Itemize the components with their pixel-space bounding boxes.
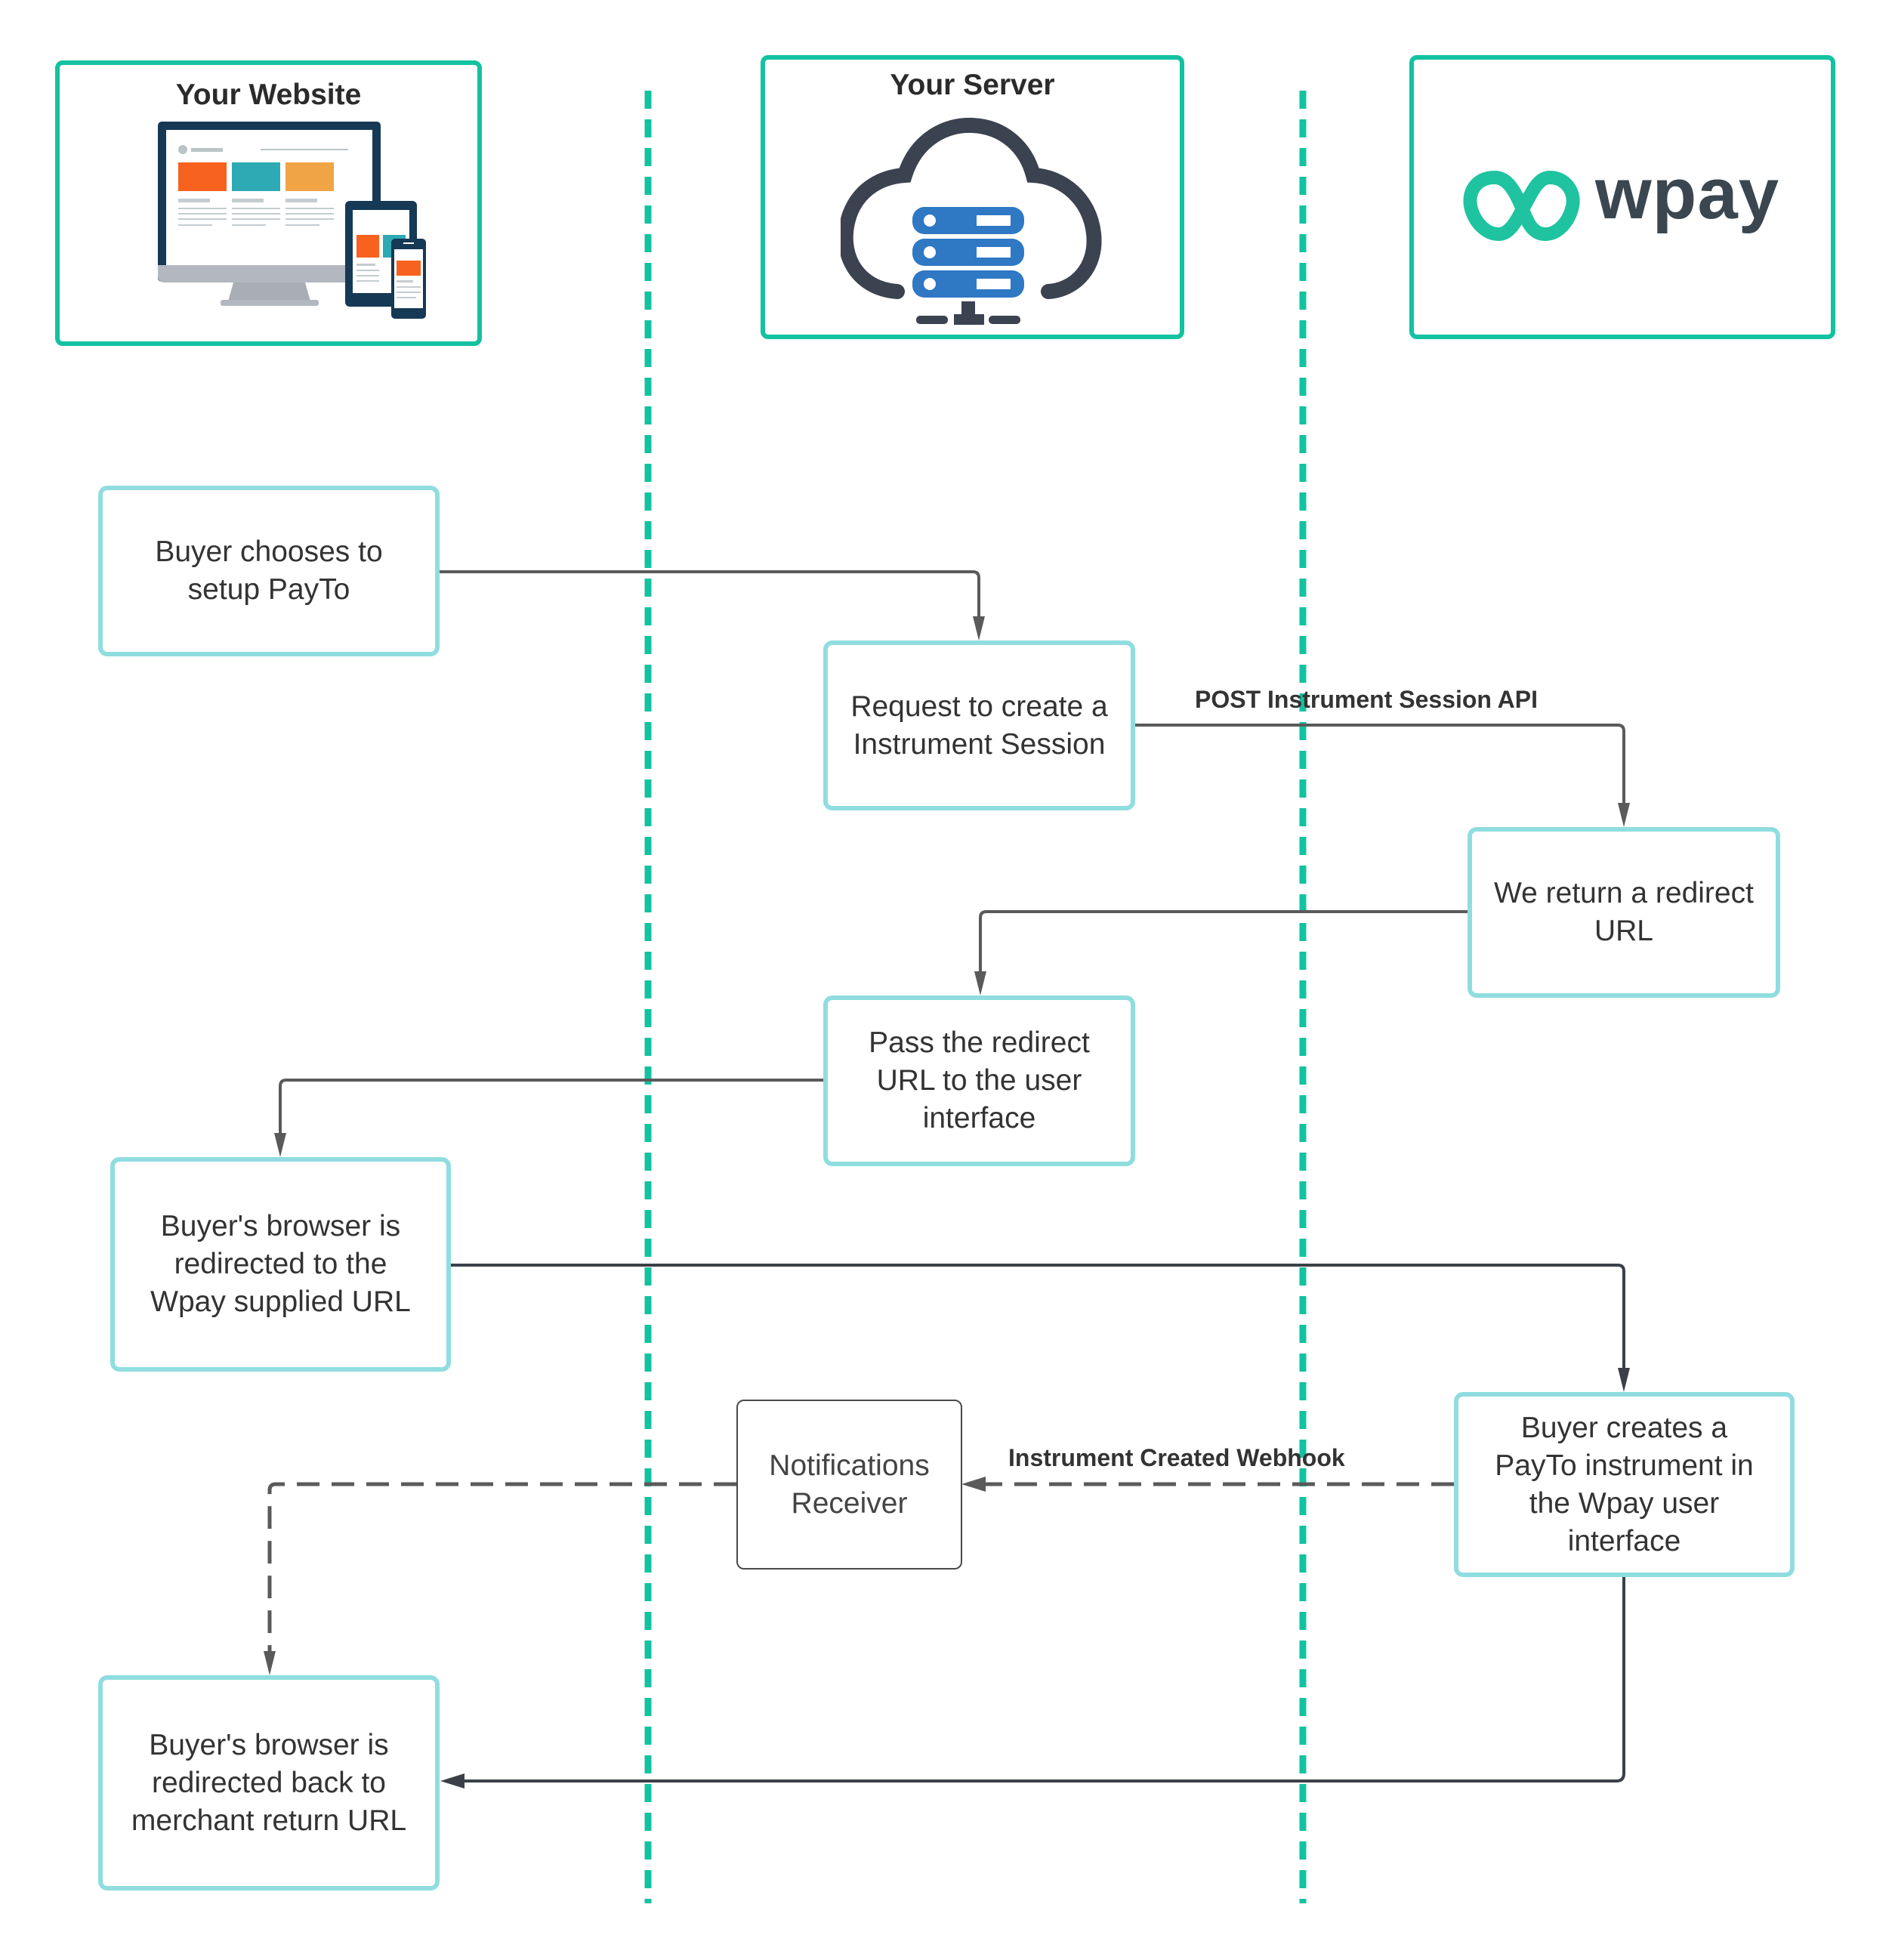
edge-n5-n7 [450,1264,1625,1371]
wpay-logo-text: wpay [1595,153,1780,234]
node-text: Buyer chooses to setup PayTo [155,536,383,606]
node-pass-redirect-url: Pass the redirect URL to the user interf… [823,995,1135,1166]
lane-header-server: Your Server [761,55,1184,339]
lane-header-website: Your Website [55,60,482,346]
edge-n2-n3 [1134,724,1625,806]
lane-title-website: Your Website [175,79,362,111]
node-text: Buyer's browser is redirected back to me… [131,1728,407,1837]
node-browser-redirected-back: Buyer's browser is redirected back to me… [98,1675,440,1891]
node-text: We return a redirect URL [1494,877,1754,947]
node-text: Buyer's browser is redirected to the Wpa… [150,1210,411,1318]
node-browser-redirected-wpay: Buyer's browser is redirected to the Wpa… [110,1157,451,1372]
node-text: Request to create a Instrument Session [850,690,1108,761]
edge-n4-n5 [279,1079,823,1136]
lane-header-wpay: wpay [1409,55,1835,339]
node-request-instrument-session: Request to create a Instrument Session [823,640,1135,810]
node-text: Notifications Receiver [769,1449,930,1520]
arrowhead-n1-n2 [973,616,985,640]
node-return-redirect-url: We return a redirect URL [1468,827,1780,998]
arrowhead-n2-n3 [1618,803,1630,827]
arrowhead-n5-n7 [1618,1368,1630,1392]
arrowhead-n6-n8 [264,1651,276,1675]
arrowhead-n7-n6 [961,1477,986,1492]
edge-n6-n8 [267,1482,736,1654]
cloud-server-icon [841,117,1102,325]
edge-n1-n2 [439,570,980,619]
edge-n3-n4 [979,910,1468,974]
arrowhead-n4-n5 [274,1133,286,1157]
arrowhead-n7-n8 [440,1773,464,1789]
node-notifications-receiver: Notifications Receiver [736,1400,962,1570]
wpay-infinity-logo-icon [1463,171,1580,241]
node-text: Pass the redirect URL to the user interf… [869,1026,1090,1134]
lane-title-server: Your Server [890,69,1055,101]
node-buyer-creates-instrument: Buyer creates a PayTo instrument in the … [1454,1392,1795,1577]
responsive-devices-icon [158,122,426,319]
node-buyer-chooses-payto: Buyer chooses to setup PayTo [98,486,440,656]
edge-label-instrument-created-webhook: Instrument Created Webhook [1008,1444,1345,1471]
arrowhead-n3-n4 [974,971,986,995]
edge-n7-n8 [463,1576,1625,1783]
node-text: Buyer creates a PayTo instrument in the … [1495,1411,1754,1557]
edge-label-post-instrument-session: POST Instrument Session API [1195,686,1539,713]
